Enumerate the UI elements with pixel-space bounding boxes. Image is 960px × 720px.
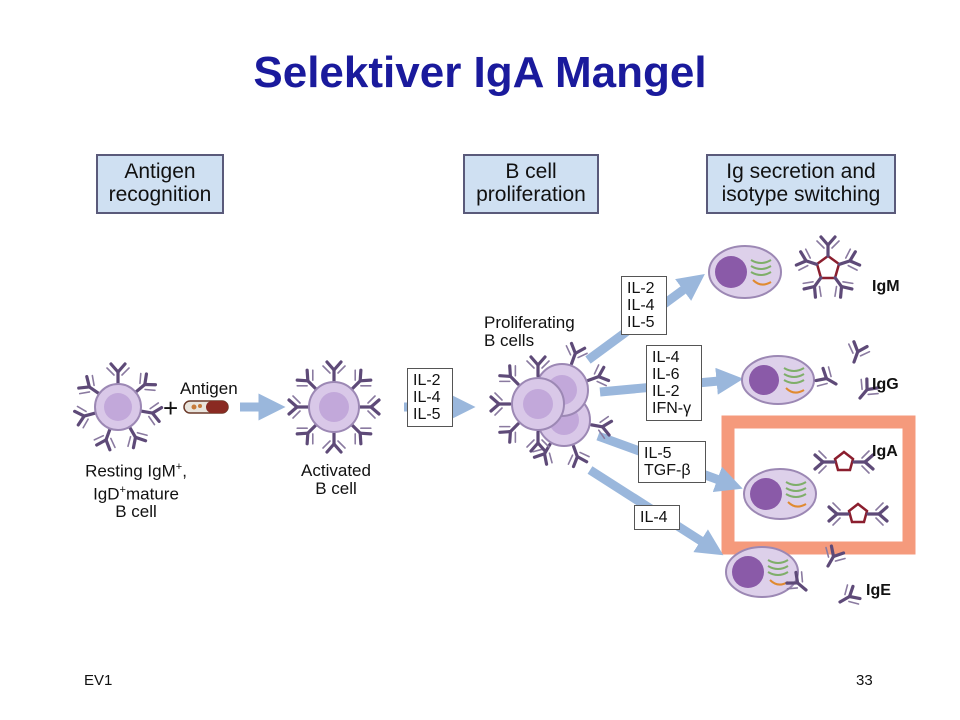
cytokine-igm-3: IL-5 bbox=[627, 314, 655, 331]
resting-b-cell-label: Resting IgM+, IgD+mature B cell bbox=[66, 458, 206, 521]
plus-sign: + bbox=[163, 393, 178, 423]
cytokine-activation-1: IL-2 bbox=[413, 372, 441, 389]
proliferating-line2: B cells bbox=[484, 331, 535, 350]
resting-igd: IgD bbox=[93, 484, 120, 504]
plasma-cell-iga bbox=[743, 468, 817, 520]
antigen-label: Antigen bbox=[180, 379, 238, 398]
isotype-label-igm: IgM bbox=[872, 278, 900, 295]
resting-sup1: + bbox=[175, 461, 183, 473]
proliferating-b-cells bbox=[489, 340, 614, 470]
page-title: Selektiver IgA Mangel bbox=[253, 48, 707, 97]
iga-dimers bbox=[813, 449, 889, 527]
activated-line1: Activated bbox=[301, 461, 371, 480]
cytokine-iga-2: TGF-β bbox=[644, 462, 691, 479]
plasma-cell-ige bbox=[725, 546, 799, 598]
stage-antigen-recognition: Antigen recognition bbox=[96, 154, 224, 214]
cytokine-box-ige: IL-4 bbox=[634, 505, 680, 530]
activated-b-cell bbox=[287, 360, 381, 454]
resting-line3: B cell bbox=[115, 502, 157, 522]
cytokine-activation-3: IL-5 bbox=[413, 406, 441, 423]
resting-sup2: + bbox=[119, 483, 126, 496]
igm-pentamer bbox=[793, 235, 863, 302]
resting-mature: mature bbox=[125, 484, 179, 504]
resting-b-cell bbox=[72, 362, 164, 453]
cytokine-iga-1: IL-5 bbox=[644, 445, 672, 462]
plasma-cell-igm bbox=[708, 245, 782, 299]
footer-left: EV1 bbox=[84, 672, 113, 689]
antigen-capsule bbox=[183, 400, 229, 414]
isotype-label-ige: IgE bbox=[866, 582, 891, 599]
cytokine-box-activation: IL-2 IL-4 IL-5 bbox=[407, 368, 453, 427]
igg-antibodies bbox=[812, 338, 883, 407]
cytokine-box-iga: IL-5 TGF-β bbox=[638, 441, 706, 483]
stage-ig-secretion-line1: Ig secretion and bbox=[726, 160, 876, 183]
cytokine-igg-4: IFN-γ bbox=[652, 400, 692, 417]
cytokine-igm-2: IL-4 bbox=[627, 297, 655, 314]
stage-b-cell-proliferation: B cell proliferation bbox=[463, 154, 599, 214]
cytokine-igg-1: IL-4 bbox=[652, 349, 680, 366]
cytokine-activation-2: IL-4 bbox=[413, 389, 441, 406]
cytokine-igm-1: IL-2 bbox=[627, 280, 655, 297]
isotype-label-igg: IgG bbox=[872, 376, 899, 393]
isotype-label-iga: IgA bbox=[872, 443, 898, 460]
cytokine-igg-3: IL-2 bbox=[652, 383, 680, 400]
slide-number: 33 bbox=[856, 672, 873, 689]
resting-line1: Resting IgM bbox=[85, 461, 176, 481]
cytokine-box-igg: IL-4 IL-6 IL-2 IFN-γ bbox=[646, 345, 702, 421]
stage-ig-secretion-line2: isotype switching bbox=[721, 183, 881, 206]
cytokine-box-igm: IL-2 IL-4 IL-5 bbox=[621, 276, 667, 335]
plasma-cell-igg bbox=[741, 355, 815, 405]
stage-b-cell-proliferation-line1: B cell bbox=[505, 160, 557, 183]
activated-line2: B cell bbox=[315, 479, 357, 498]
stage-b-cell-proliferation-line2: proliferation bbox=[476, 183, 586, 206]
activated-b-cell-label: Activated B cell bbox=[286, 462, 386, 498]
cytokine-igg-2: IL-6 bbox=[652, 366, 680, 383]
proliferating-line1: Proliferating bbox=[484, 313, 575, 332]
stage-antigen-recognition-line1: Antigen bbox=[124, 160, 196, 183]
proliferating-b-cells-label: Proliferating B cells bbox=[484, 314, 575, 350]
resting-comma: , bbox=[182, 461, 187, 481]
stage-ig-secretion: Ig secretion and isotype switching bbox=[706, 154, 896, 214]
stage-antigen-recognition-line2: recognition bbox=[108, 183, 212, 206]
cytokine-ige-1: IL-4 bbox=[640, 509, 668, 526]
